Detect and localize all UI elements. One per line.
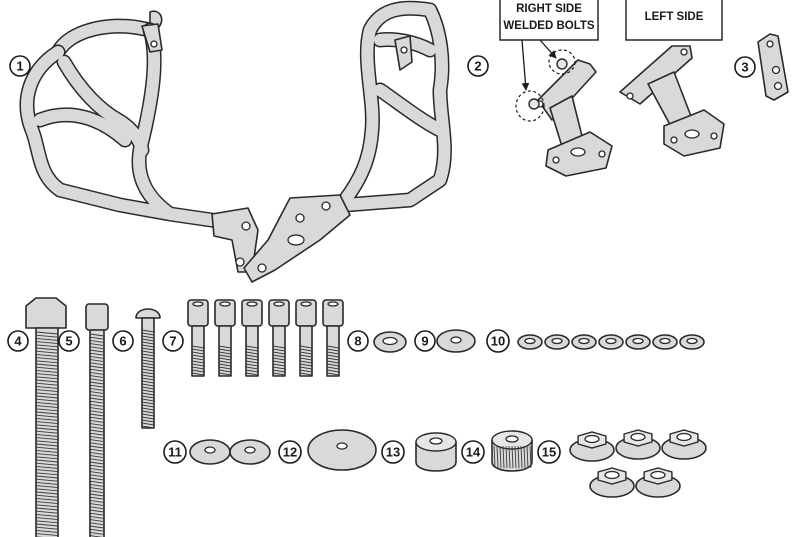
svg-text:5: 5	[65, 334, 72, 349]
svg-text:1: 1	[16, 59, 23, 74]
small-plate	[757, 33, 789, 101]
svg-text:9: 9	[421, 334, 428, 349]
spring-washer-3	[571, 334, 597, 350]
svg-text:8: 8	[354, 334, 361, 349]
socket-bolts-set	[187, 299, 344, 377]
large-washer	[307, 429, 377, 471]
spring-washers-set	[517, 334, 705, 350]
long-socket-bolt	[85, 303, 109, 537]
part-number-5: 5	[58, 330, 80, 352]
part-number-14: 14	[461, 440, 485, 464]
socket-bolt-2	[214, 299, 236, 377]
part-number-8: 8	[347, 330, 369, 352]
flange-nut-4	[589, 467, 635, 498]
part-number-12: 12	[278, 440, 302, 464]
knurled-spacer	[491, 430, 533, 472]
long-hex-bolt	[25, 297, 67, 537]
svg-text:4: 4	[14, 334, 22, 349]
flange-nut-1	[569, 431, 615, 462]
svg-text:13: 13	[386, 445, 400, 460]
callout-right-side: RIGHT SIDE WELDED BOLTS	[499, 0, 599, 91]
svg-text:11: 11	[168, 445, 182, 460]
flat-washers-pair	[189, 439, 271, 465]
part-number-6: 6	[112, 330, 134, 352]
part-number-2: 2	[467, 55, 489, 77]
part-number-13: 13	[381, 440, 405, 464]
svg-text:3: 3	[741, 60, 748, 75]
callout-right-side-line2: WELDED BOLTS	[503, 20, 594, 32]
spring-washer-2	[544, 334, 570, 350]
flange-nut-5	[635, 467, 681, 498]
part-number-11: 11	[163, 440, 187, 464]
socket-bolt-6	[322, 299, 344, 377]
svg-text:15: 15	[542, 445, 556, 460]
flange-nut-2	[615, 429, 661, 460]
socket-bolt-5	[295, 299, 317, 377]
flange-nut-3	[661, 429, 707, 460]
spring-washer-1	[517, 334, 543, 350]
flat-washer	[436, 329, 476, 353]
part-number-9: 9	[414, 330, 436, 352]
spacer	[415, 432, 457, 472]
part-number-10: 10	[486, 329, 510, 353]
part-number-7: 7	[162, 330, 184, 352]
part-number-4: 4	[7, 330, 29, 352]
callout-left-side-label: LEFT SIDE	[645, 11, 704, 23]
spring-washer	[373, 331, 407, 353]
spring-washer-4	[598, 334, 624, 350]
part-number-1: 1	[9, 55, 31, 77]
callout-right-side-line1: RIGHT SIDE	[516, 3, 582, 15]
button-head-bolt	[135, 308, 161, 429]
spring-washer-5	[625, 334, 651, 350]
svg-text:12: 12	[283, 445, 297, 460]
svg-text:10: 10	[491, 334, 505, 349]
svg-text:2: 2	[474, 59, 481, 74]
socket-bolt-1	[187, 299, 209, 377]
crash-bar-right	[243, 0, 452, 283]
bracket-left-side	[619, 45, 725, 157]
svg-text:7: 7	[169, 334, 176, 349]
part-number-3: 3	[734, 56, 756, 78]
crash-bar-left	[19, 10, 259, 273]
spring-washer-6	[652, 334, 678, 350]
bracket-right-side	[515, 49, 613, 177]
flange-nuts-set	[569, 429, 707, 498]
svg-text:6: 6	[119, 334, 126, 349]
callout-left-side: LEFT SIDE	[625, 0, 723, 41]
spring-washer-7	[679, 334, 705, 350]
socket-bolt-3	[241, 299, 263, 377]
svg-text:14: 14	[466, 445, 481, 460]
part-number-15: 15	[537, 440, 561, 464]
socket-bolt-4	[268, 299, 290, 377]
